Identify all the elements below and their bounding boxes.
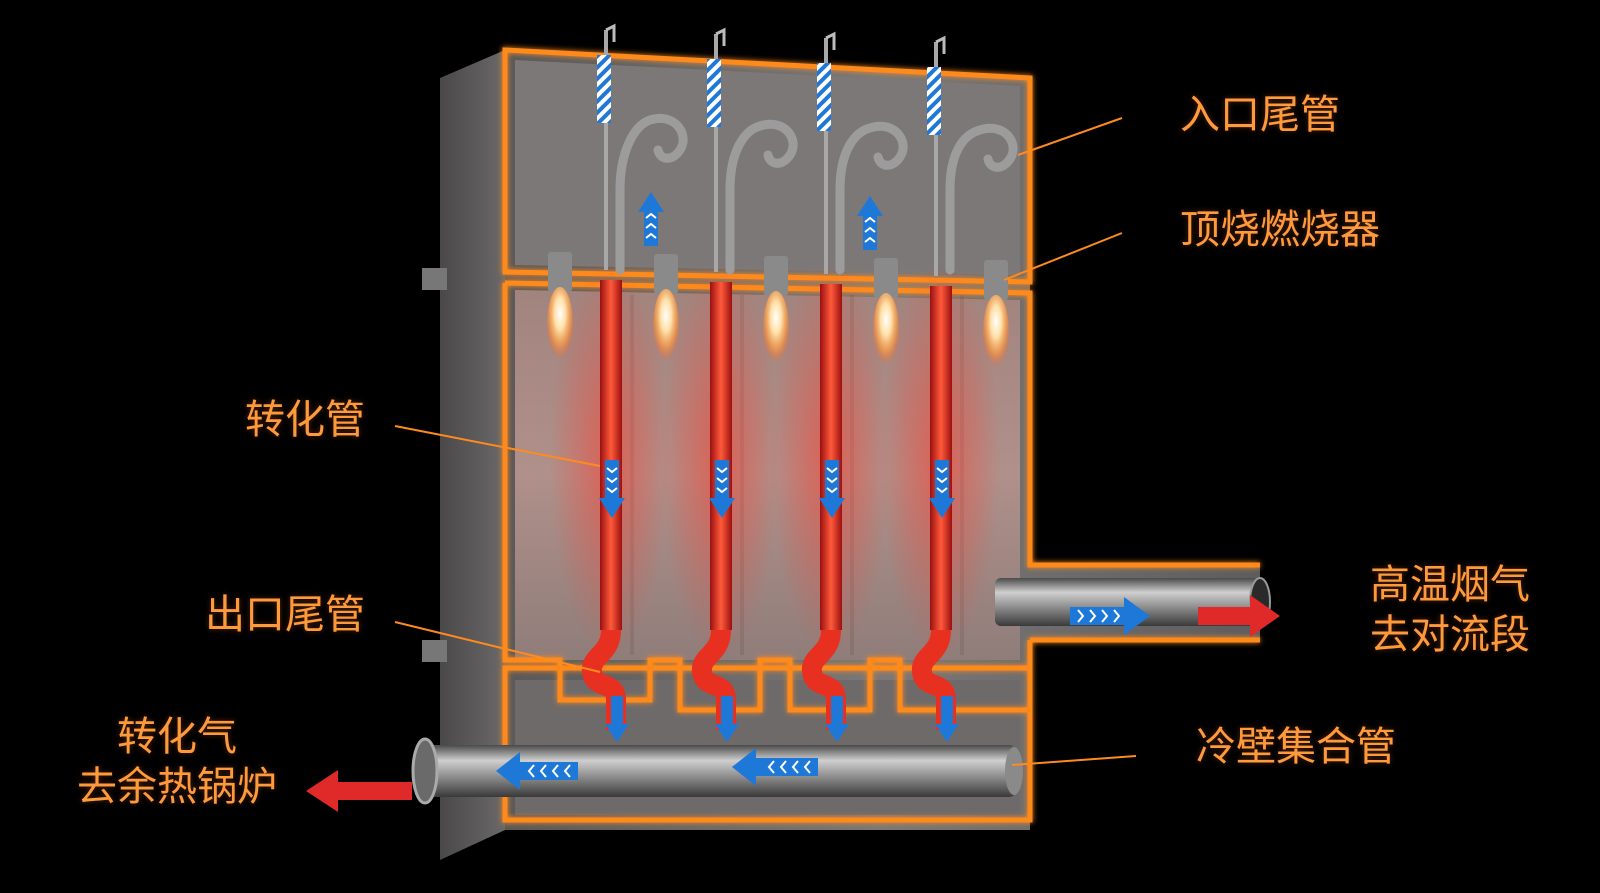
chevron-arrow-icon xyxy=(935,696,959,742)
flame-icon xyxy=(983,295,1009,371)
chevron-arrow-icon xyxy=(819,460,845,518)
inlet-pigtail xyxy=(615,113,688,275)
burner xyxy=(873,258,899,369)
header-flow-arrows xyxy=(496,748,818,790)
label-reformer-tube: 转化管 xyxy=(245,397,365,443)
chevron-arrow-icon xyxy=(709,460,735,518)
label-cold-wall-header: 冷壁集合管 xyxy=(1196,724,1396,770)
reformer-tube xyxy=(802,284,846,730)
chevron-arrow-icon xyxy=(638,192,664,246)
inlet-pigtail xyxy=(725,119,798,275)
upper-chamber xyxy=(515,60,1020,275)
feed-rod xyxy=(817,31,836,274)
flame-icon xyxy=(763,291,789,367)
flame-icon xyxy=(653,289,679,365)
label-reformed-gas: 转化气 去余热锅炉 xyxy=(62,712,292,812)
label-top-burner: 顶烧燃烧器 xyxy=(1180,207,1380,253)
inlet-pigtail xyxy=(835,121,908,275)
red-arrow-icon xyxy=(1198,595,1280,637)
label-flue-gas-line1: 高温烟气 xyxy=(1370,562,1530,608)
chevron-arrow-icon xyxy=(715,696,739,742)
burner xyxy=(983,260,1009,371)
burner xyxy=(653,254,679,365)
reformer-tubes xyxy=(582,280,956,730)
top-burners xyxy=(547,252,1009,371)
cold-wall-header xyxy=(411,737,1023,805)
label-flue-gas-line2: 去对流段 xyxy=(1370,612,1530,658)
chevron-arrow-icon xyxy=(1070,597,1150,635)
reformer-tube xyxy=(912,286,956,730)
inlet-pigtail xyxy=(945,123,1018,275)
chevron-arrow-icon xyxy=(599,460,625,518)
reformer-tube xyxy=(692,282,736,730)
furnace-side-wall xyxy=(422,50,505,860)
red-arrow-icon xyxy=(306,770,412,812)
chevron-arrow-icon xyxy=(929,460,955,518)
label-reformed-gas-line1: 转化气 xyxy=(117,714,237,760)
tube-flow-arrows xyxy=(599,460,959,742)
label-inlet-pigtail: 入口尾管 xyxy=(1180,92,1340,138)
feed-rods xyxy=(597,23,946,276)
label-outlet-pigtail: 出口尾管 xyxy=(205,592,365,638)
burner xyxy=(547,252,573,363)
feed-rod xyxy=(597,23,616,270)
chevron-arrow-icon xyxy=(605,696,629,742)
chevron-arrow-icon xyxy=(825,696,849,742)
label-reformed-gas-line2: 去余热锅炉 xyxy=(77,764,277,810)
flame-icon xyxy=(547,287,573,363)
feed-rod xyxy=(707,27,726,272)
chevron-arrow-icon xyxy=(857,196,883,250)
burner xyxy=(763,256,789,367)
feed-rod xyxy=(927,35,946,276)
flame-icon xyxy=(873,293,899,369)
reformer-tube xyxy=(582,280,626,730)
chevron-arrow-icon xyxy=(732,748,818,786)
chevron-arrow-icon xyxy=(496,752,578,790)
label-flue-gas: 高温烟气 去对流段 xyxy=(1370,560,1530,660)
leader-lines xyxy=(394,117,1137,766)
inlet-pigtails xyxy=(615,113,1018,275)
